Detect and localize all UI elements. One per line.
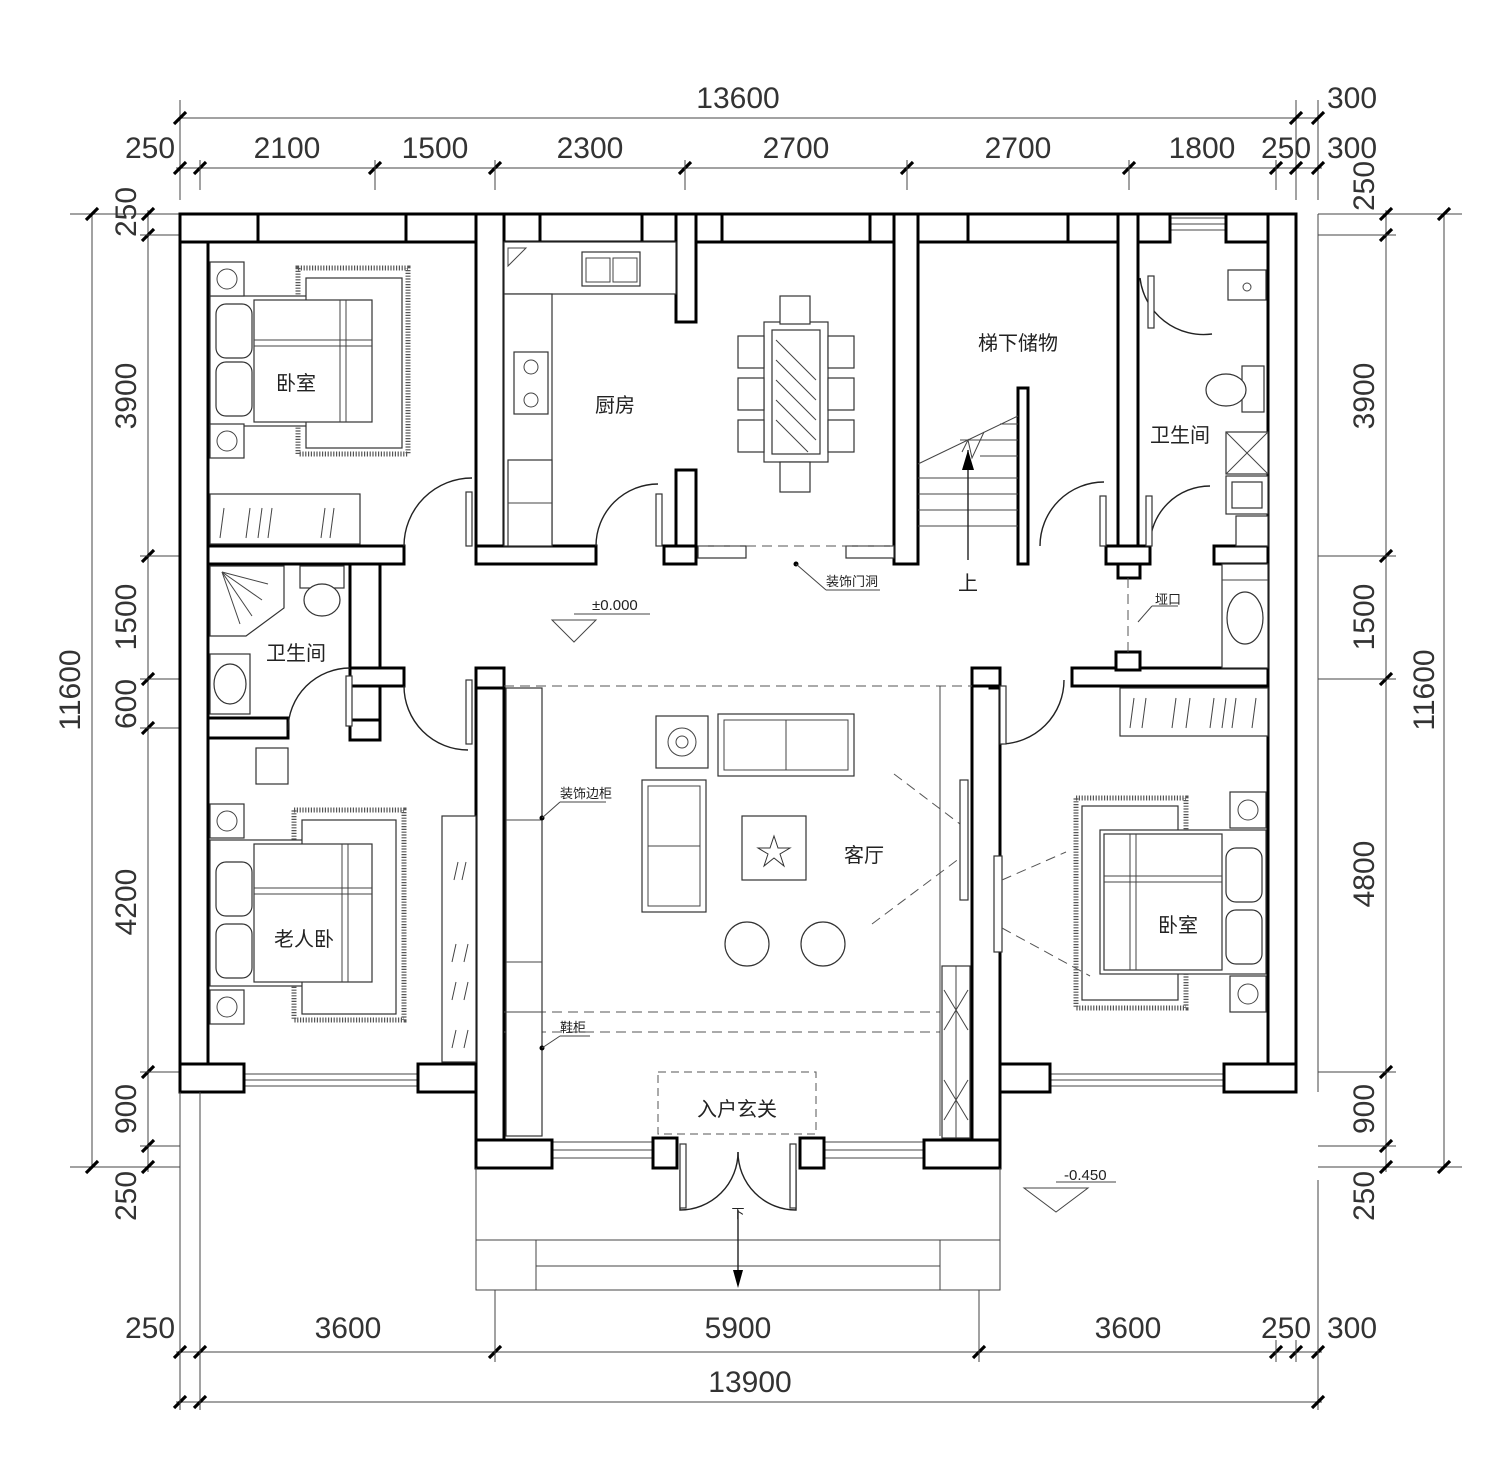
bedroom-e-furniture: 卧室 — [993, 687, 1269, 1013]
dim-bottom-seg: 300 — [1327, 1312, 1377, 1345]
stairs: 梯下储物 上 — [917, 331, 1058, 595]
walls — [178, 212, 1298, 1170]
dim-top-right-vertical: 250 — [1348, 161, 1381, 211]
dining-furniture — [697, 295, 895, 559]
bathroom-ne-fixtures: 卫生间 — [1150, 269, 1269, 547]
room-label-kitchen: 厨房 — [595, 393, 635, 417]
dim-bottom-seg: 3600 — [315, 1312, 382, 1345]
room-label-bedroom-e: 卧室 — [1158, 913, 1198, 937]
dim-bottom-total: 13900 — [708, 1366, 791, 1399]
dim-bottom-seg: 250 — [1261, 1312, 1311, 1345]
room-label-bathroom-ne: 卫生间 — [1150, 423, 1210, 447]
dim-right-total: 11600 — [1408, 649, 1441, 730]
doors[interactable] — [287, 275, 1213, 1211]
elder-bedroom-furniture: 老人卧 — [209, 747, 477, 1063]
dim-top-seg: 300 — [1327, 132, 1377, 165]
dim-top-seg: 2100 — [254, 132, 321, 165]
dim-top-seg: 250 — [1261, 132, 1311, 165]
dim-top-seg: 250 — [125, 132, 175, 165]
dim-left-seg: 250 — [110, 187, 143, 237]
dim-bottom-seg: 5900 — [705, 1312, 772, 1345]
kitchen-furniture: 厨房 — [503, 241, 677, 547]
exterior-level-label: -0.450 — [1064, 1167, 1107, 1184]
room-label-bedroom-nw: 卧室 — [276, 371, 316, 395]
dim-left-seg: 3900 — [110, 363, 143, 430]
dim-bottom-seg: 3600 — [1095, 1312, 1162, 1345]
dim-left-seg: 1500 — [110, 584, 143, 651]
deco-opening-label: 装饰门洞 — [826, 575, 878, 590]
dim-left-seg: 900 — [110, 1084, 143, 1134]
outer-frame — [179, 213, 1340, 1410]
dim-right-seg: 4800 — [1348, 841, 1381, 908]
dim-top-total: 13600 — [696, 82, 779, 115]
room-label-bathroom-w: 卫生间 — [266, 641, 326, 665]
dimension-labels: 13600 300 250 2100 1500 2300 2700 2700 1… — [54, 82, 1441, 1399]
dim-top-right-outer: 300 — [1327, 82, 1377, 115]
room-label-entry: 入户玄关 — [697, 1097, 777, 1121]
stair-up-label: 上 — [958, 571, 978, 595]
dim-left-seg: 4200 — [110, 869, 143, 936]
dim-right-seg: 3900 — [1348, 363, 1381, 430]
dim-right-seg: 250 — [1348, 1171, 1381, 1221]
dim-bottom-seg: 250 — [125, 1312, 175, 1345]
steps-down-label: 下 — [731, 1207, 744, 1222]
dim-top-seg: 1500 — [402, 132, 469, 165]
shoe-cabinet-label: 鞋柜 — [560, 1020, 586, 1036]
dim-left-seg: 250 — [110, 1171, 143, 1221]
dim-left-total: 11600 — [54, 649, 87, 730]
deco-cabinet-label: 装饰边柜 — [560, 787, 612, 802]
room-label-elder-bedroom: 老人卧 — [274, 927, 334, 951]
basin-niche: 垭口 — [1127, 563, 1269, 669]
dim-top-seg: 2700 — [763, 132, 830, 165]
room-label-stair-storage: 梯下储物 — [978, 331, 1058, 355]
dim-right-seg: 1500 — [1348, 584, 1381, 651]
bedroom-nw-furniture: 卧室 — [209, 261, 411, 545]
dim-right-seg: 900 — [1348, 1084, 1381, 1134]
dim-top-seg: 1800 — [1169, 132, 1236, 165]
entry-porch: 入户玄关 下 -0.450 — [475, 1071, 1116, 1291]
hall-annotations: 装饰门洞 ±0.000 — [550, 561, 880, 643]
dimension-lines — [70, 100, 1462, 1410]
dim-top-seg: 2700 — [985, 132, 1052, 165]
dim-left-seg: 600 — [110, 679, 143, 729]
living-room-furniture: 客厅 装饰边柜 鞋柜 — [504, 685, 972, 1139]
dim-top-seg: 2300 — [557, 132, 624, 165]
room-label-living: 客厅 — [844, 843, 884, 867]
pass-opening-label: 垭口 — [1155, 593, 1181, 608]
interior-level-label: ±0.000 — [592, 597, 638, 614]
bathroom-w-fixtures: 卫生间 — [209, 565, 345, 715]
